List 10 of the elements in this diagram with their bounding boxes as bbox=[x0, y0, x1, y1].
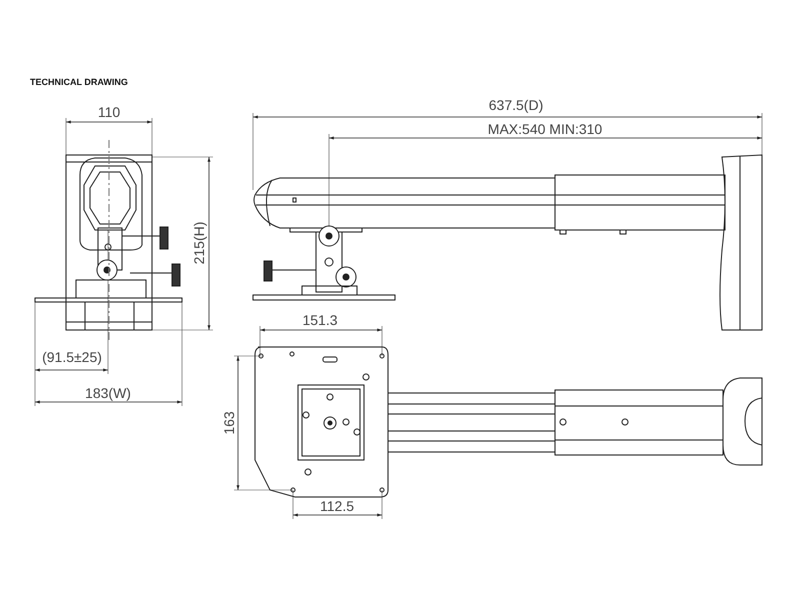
drawing-title: TECHNICAL DRAWING bbox=[30, 78, 128, 87]
dimension-value: 112.5 bbox=[319, 499, 355, 513]
dimension-value: MAX:540 MIN:310 bbox=[486, 122, 604, 136]
dimension-value: 183(W) bbox=[84, 386, 132, 400]
dimension-value: 637.5(D) bbox=[488, 98, 544, 112]
dimension-value: (91.5±25) bbox=[41, 350, 103, 364]
dimension-value: 163 bbox=[222, 410, 236, 436]
dimension-value: 215(H) bbox=[192, 220, 206, 266]
dimension-value: 151.3 bbox=[301, 313, 339, 327]
dimension-value: 110 bbox=[96, 105, 122, 119]
